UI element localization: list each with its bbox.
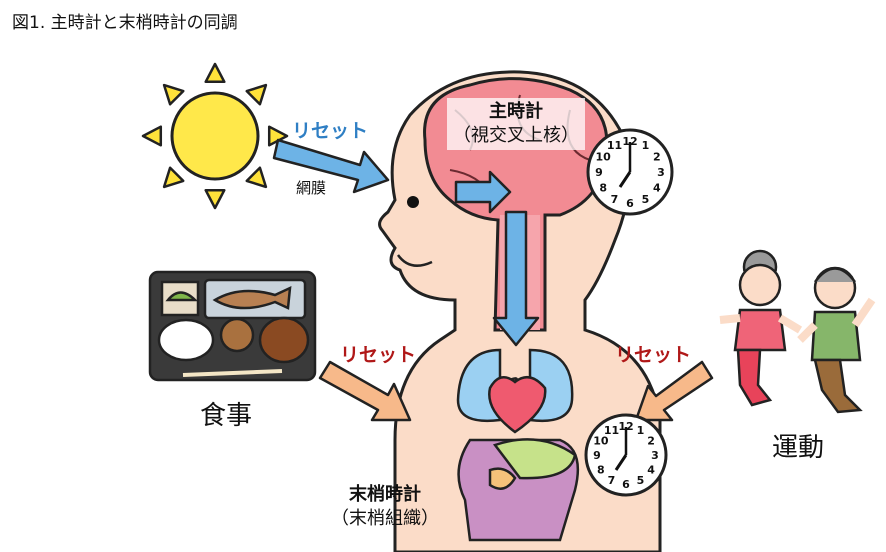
reset-label-light: リセット [292,120,369,142]
meal-tray-icon [148,270,317,382]
clock-number: 4 [647,464,655,477]
hour-hand [618,171,632,188]
clock-number: 2 [653,151,661,164]
reset-label-food: リセット [340,344,417,366]
organs [456,348,580,542]
clock-number: 3 [651,449,659,462]
clock-number: 1 [642,139,650,152]
clock-number: 12 [622,135,637,148]
clock-number: 9 [595,166,603,179]
sun-ray [204,62,226,84]
master-clock-subtitle: （視交叉上核） [453,125,579,146]
clock-number: 3 [657,166,665,179]
clock-number: 5 [642,193,650,206]
clock-number: 6 [622,478,630,491]
clock-number: 10 [593,435,609,448]
clock-number: 8 [597,464,605,477]
peripheral-clock-subtitle: （末梢組織） [331,508,439,529]
peripheral-clock-label: 末梢時計 （末梢組織） [325,483,445,531]
reset-label-exercise: リセット [615,344,692,366]
sun-ray [245,83,268,106]
figure-title: 図1. 主時計と末梢時計の同調 [12,13,238,33]
clock-number: 5 [637,474,645,487]
reset-arrow-food [318,360,412,422]
clock-number: 12 [618,420,633,433]
sun-ray [162,83,185,106]
retina-label: 網膜 [296,179,327,197]
reset-arrow-exercise [634,360,714,422]
arrow-retina-to-brain [454,170,512,214]
clock-number: 1 [637,424,645,437]
clock-number: 7 [611,193,619,206]
hour-hand [614,454,628,471]
clock-number: 6 [626,197,634,210]
clock-number: 7 [608,474,616,487]
master-clock-title: 主時計 [489,101,543,122]
sun-ray [204,188,226,210]
clock-number: 2 [647,435,655,448]
sun-ray [141,125,163,147]
clock-number: 9 [593,449,601,462]
clock-number: 11 [604,424,619,437]
clock-number: 10 [595,151,611,164]
master-clock-label: 主時計 （視交叉上核） [447,98,585,150]
sun-icon [141,62,289,210]
arrow-brain-to-body [492,210,540,347]
peripheral-clock-title: 末梢時計 [349,484,421,505]
reset-arrow-light [272,138,390,194]
exercising-people-icon [719,249,876,414]
exercise-label: 運動 [772,433,825,463]
clock-number: 8 [599,182,607,195]
sun-ray [162,166,185,189]
clock-number: 4 [653,182,661,195]
meal-label: 食事 [200,401,253,431]
clock-number: 11 [607,139,622,152]
sun-ray [245,166,268,189]
